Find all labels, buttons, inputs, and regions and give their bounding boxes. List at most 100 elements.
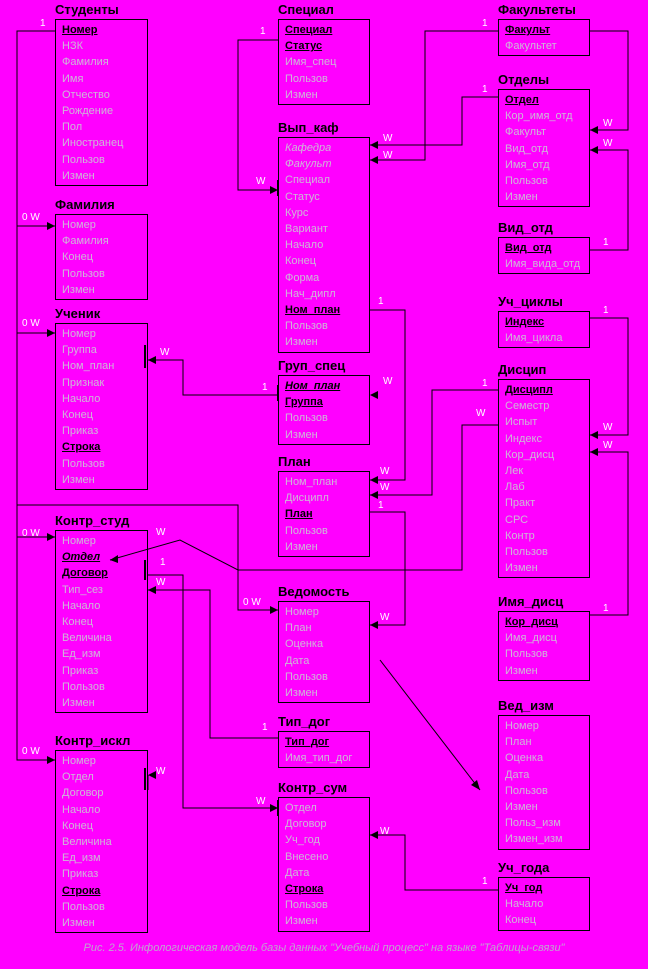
link-otdely-kontrstud xyxy=(109,424,498,571)
attribute-field: Семестр xyxy=(505,400,550,413)
label-one: 1 xyxy=(482,84,488,95)
attribute-field: Пол xyxy=(62,121,83,134)
label-many: W xyxy=(603,118,613,129)
attribute-field: Иностранец xyxy=(62,137,124,150)
label-many: W xyxy=(380,612,390,623)
attribute-field: Ед_изм xyxy=(62,648,101,661)
attribute-field: Факультет xyxy=(505,40,557,53)
key-field: Дисципл xyxy=(505,384,553,396)
attribute-field: Величина xyxy=(62,835,112,848)
attribute-field: Приказ xyxy=(62,425,99,438)
key-field: Кор_дисц xyxy=(505,616,558,628)
label-zero-many: 0 W xyxy=(22,528,40,539)
attribute-field: Пользов xyxy=(505,174,548,187)
label-many: W xyxy=(156,527,166,538)
link-vedomost-vedizm xyxy=(379,659,481,791)
entity-title: Контр_студ xyxy=(55,513,130,528)
attribute-field: Начало xyxy=(285,239,324,252)
attribute-field: Тип_сез xyxy=(62,583,103,596)
entity-title: Вед_изм xyxy=(498,698,554,713)
attribute-field: Пользов xyxy=(62,900,105,913)
label-many: W xyxy=(603,422,613,433)
key-field: Специал xyxy=(285,24,333,36)
attribute-field: Конец xyxy=(62,819,94,832)
link-students-kontriskl xyxy=(16,537,55,761)
label-many: W xyxy=(603,138,613,149)
attribute-field: Внесено xyxy=(285,850,329,863)
key-field: Статус xyxy=(285,40,323,53)
attribute-field: Имя_спец xyxy=(285,56,337,69)
attribute-field: Конец xyxy=(505,914,537,927)
entity-title: Дисцип xyxy=(498,362,547,377)
key-field: Отдел xyxy=(62,551,101,564)
label-many: W xyxy=(383,376,393,387)
attribute-field: Рождение xyxy=(62,104,114,117)
attribute-field: Имя_отд xyxy=(505,158,550,171)
label-one: 1 xyxy=(482,876,488,887)
attribute-field: Измен xyxy=(505,191,538,204)
attribute-field: Вариант xyxy=(285,222,328,235)
link-students-familia xyxy=(16,30,55,227)
attribute-field: Оценка xyxy=(285,638,324,651)
label-one: 1 xyxy=(603,237,609,248)
attribute-field: Номер xyxy=(505,720,539,732)
attribute-field: Лек xyxy=(505,464,524,477)
attribute-field: Факульт xyxy=(505,126,547,139)
attribute-field: Пользов xyxy=(285,72,328,85)
label-one: 1 xyxy=(378,500,384,511)
attribute-field: Дата xyxy=(285,654,310,667)
entity-title: Контр_сум xyxy=(278,780,348,795)
key-field: Уч_год xyxy=(505,882,543,894)
attribute-field: Номер xyxy=(62,535,96,547)
attribute-field: Пользов xyxy=(62,680,105,693)
key-field: Строка xyxy=(62,884,101,897)
attribute-field: Группа xyxy=(62,344,97,357)
link-otdely-vypkaf xyxy=(370,96,498,146)
attribute-field: Номер xyxy=(62,328,96,340)
entity-title: Факультеты xyxy=(498,2,576,17)
key-field: Факульт xyxy=(505,24,551,36)
attribute-field: Конец xyxy=(62,251,94,264)
label-one: 1 xyxy=(262,382,268,393)
attribute-field: Измен xyxy=(285,336,318,349)
attribute-field: Пользов xyxy=(285,670,328,683)
entity-title: Контр_искл xyxy=(55,733,131,748)
attribute-field: Контр xyxy=(505,529,535,542)
attribute-field: Начало xyxy=(62,599,101,612)
attribute-field: Признак xyxy=(62,376,105,389)
entity-title: Ведомость xyxy=(278,584,350,599)
attribute-field: Пользов xyxy=(505,784,548,797)
label-one: 1 xyxy=(603,603,609,614)
attribute-field: Измен xyxy=(285,915,318,928)
key-field: Строка xyxy=(62,441,101,454)
attribute-field: Специал xyxy=(285,174,330,187)
attribute-field: Оценка xyxy=(505,752,544,765)
entity-title: Имя_дисц xyxy=(498,594,564,609)
attribute-field: Номер xyxy=(62,219,96,231)
entity-title: План xyxy=(278,454,311,469)
entity-title: Специал xyxy=(278,2,334,17)
attribute-field: Измен xyxy=(285,686,318,699)
link-students-vedomost xyxy=(17,504,278,611)
attribute-field: Измен xyxy=(62,696,95,709)
attribute-field: Начало xyxy=(505,898,544,911)
attribute-field: Пользов xyxy=(62,153,105,166)
attribute-field: Лаб xyxy=(505,481,525,494)
attribute-field: План xyxy=(505,736,532,749)
attribute-field: Измен xyxy=(285,88,318,101)
label-zero-many: 0 W xyxy=(243,597,261,608)
label-many: W xyxy=(256,176,266,187)
link-vypkaf-plan xyxy=(370,309,406,481)
attribute-field: Начало xyxy=(62,392,101,405)
attribute-field: Конец xyxy=(62,615,94,628)
label-zero-many: 0 W xyxy=(22,318,40,329)
